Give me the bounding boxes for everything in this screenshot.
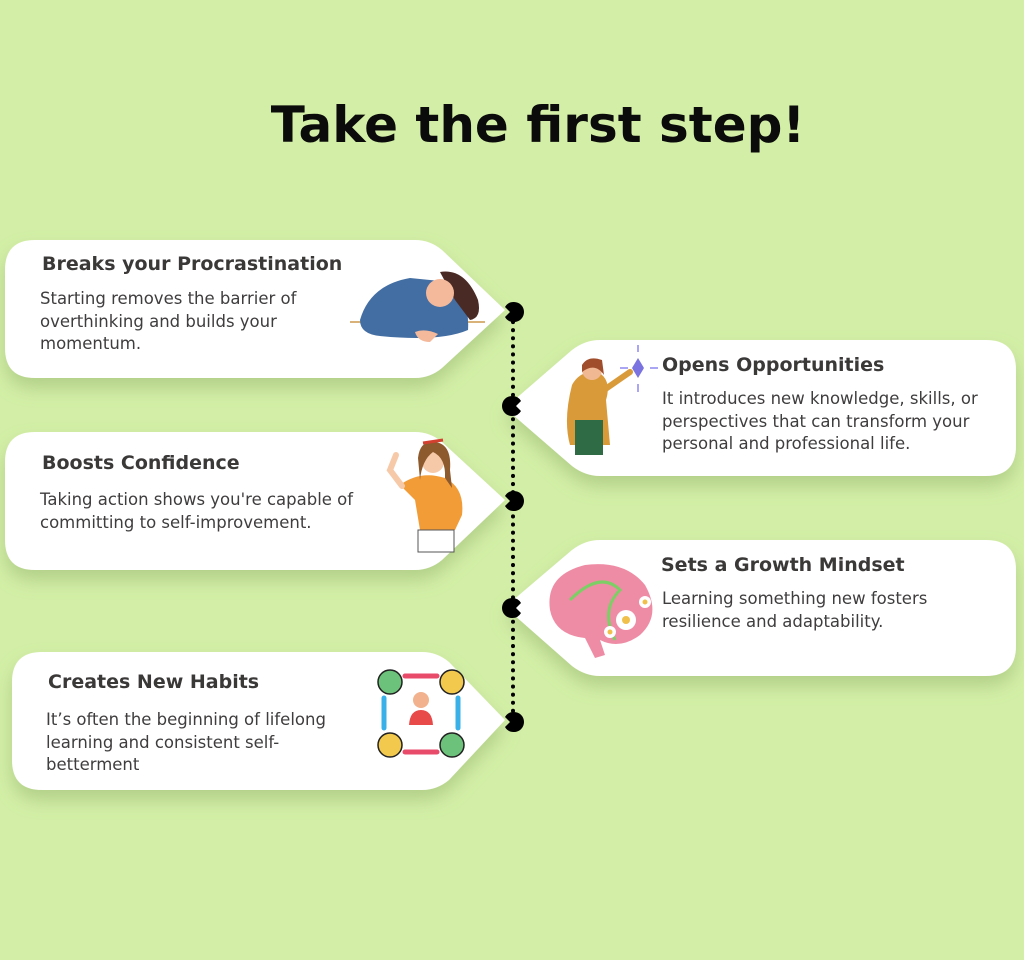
card-4-title: Sets a Growth Mindset — [661, 554, 905, 576]
node-3 — [505, 490, 524, 512]
node-2 — [502, 395, 521, 417]
card-5-title: Creates New Habits — [48, 671, 260, 693]
resting-person-illustration — [350, 271, 485, 342]
page-title: Take the first step! — [270, 96, 806, 154]
card-3-title: Boosts Confidence — [42, 452, 240, 474]
card-1-title: Breaks your Procrastination — [42, 253, 343, 275]
card-shape-3 — [5, 432, 505, 570]
card-2-body: It introduces new knowledge, skills, or … — [662, 389, 978, 453]
card-shape-2 — [505, 340, 1016, 476]
card-1-body: Starting removes the barrier of overthin… — [40, 289, 297, 353]
node-5 — [505, 711, 524, 733]
brain-flowers-illustration — [549, 564, 653, 658]
node-4 — [502, 597, 521, 619]
card-5-body: It’s often the beginning of lifelong lea… — [46, 710, 326, 774]
card-3-body: Taking action shows you're capable of co… — [40, 490, 354, 532]
woman-touching-gem-illustration — [566, 345, 658, 455]
strong-woman-illustration — [386, 438, 463, 553]
card-2-title: Opens Opportunities — [662, 354, 885, 376]
habit-cycle-illustration — [377, 669, 465, 758]
node-1 — [505, 301, 524, 323]
card-4-body: Learning something new fosters resilienc… — [662, 589, 928, 631]
card-shape-1 — [5, 240, 505, 378]
